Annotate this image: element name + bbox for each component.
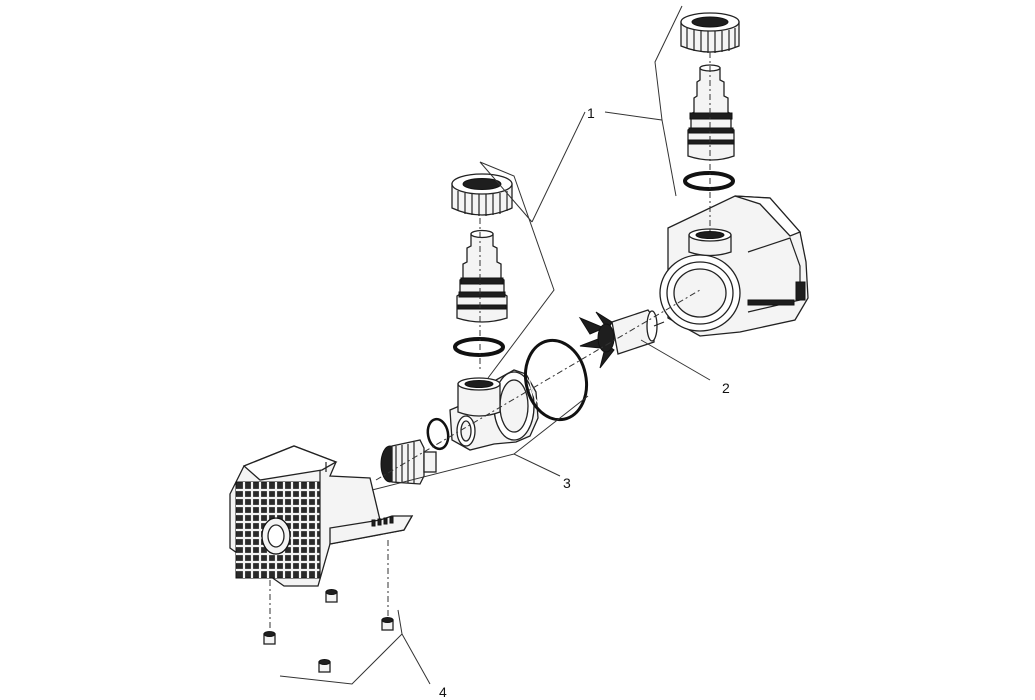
- callout-1: 1: [587, 105, 595, 121]
- callout-2: 2: [722, 380, 730, 396]
- foot-4: [318, 659, 331, 673]
- right-hose-tail: [687, 64, 735, 161]
- callout-3: 3: [563, 475, 571, 491]
- right-o-ring: [683, 171, 735, 191]
- inlet-filter-element: [380, 439, 437, 485]
- base-plate-slots: [371, 516, 394, 527]
- small-seal-ring: [426, 417, 450, 451]
- cage-grille: [235, 481, 321, 579]
- right-nut: [680, 12, 740, 53]
- left-nut: [451, 173, 513, 216]
- foot-3: [381, 617, 394, 631]
- left-o-ring: [453, 337, 505, 357]
- leader-lines: [279, 5, 711, 685]
- pump-intake-cage: [229, 445, 414, 587]
- impeller-rotor: [578, 309, 665, 369]
- callout-4: 4: [439, 684, 447, 700]
- left-hose-tail: [456, 229, 508, 323]
- pump-motor-housing: [659, 195, 809, 337]
- main-axis-line: [375, 289, 701, 481]
- pump-chamber-cover: [449, 369, 539, 451]
- foot-2: [325, 589, 338, 603]
- rubber-feet: [263, 589, 394, 673]
- foot-1: [263, 631, 276, 645]
